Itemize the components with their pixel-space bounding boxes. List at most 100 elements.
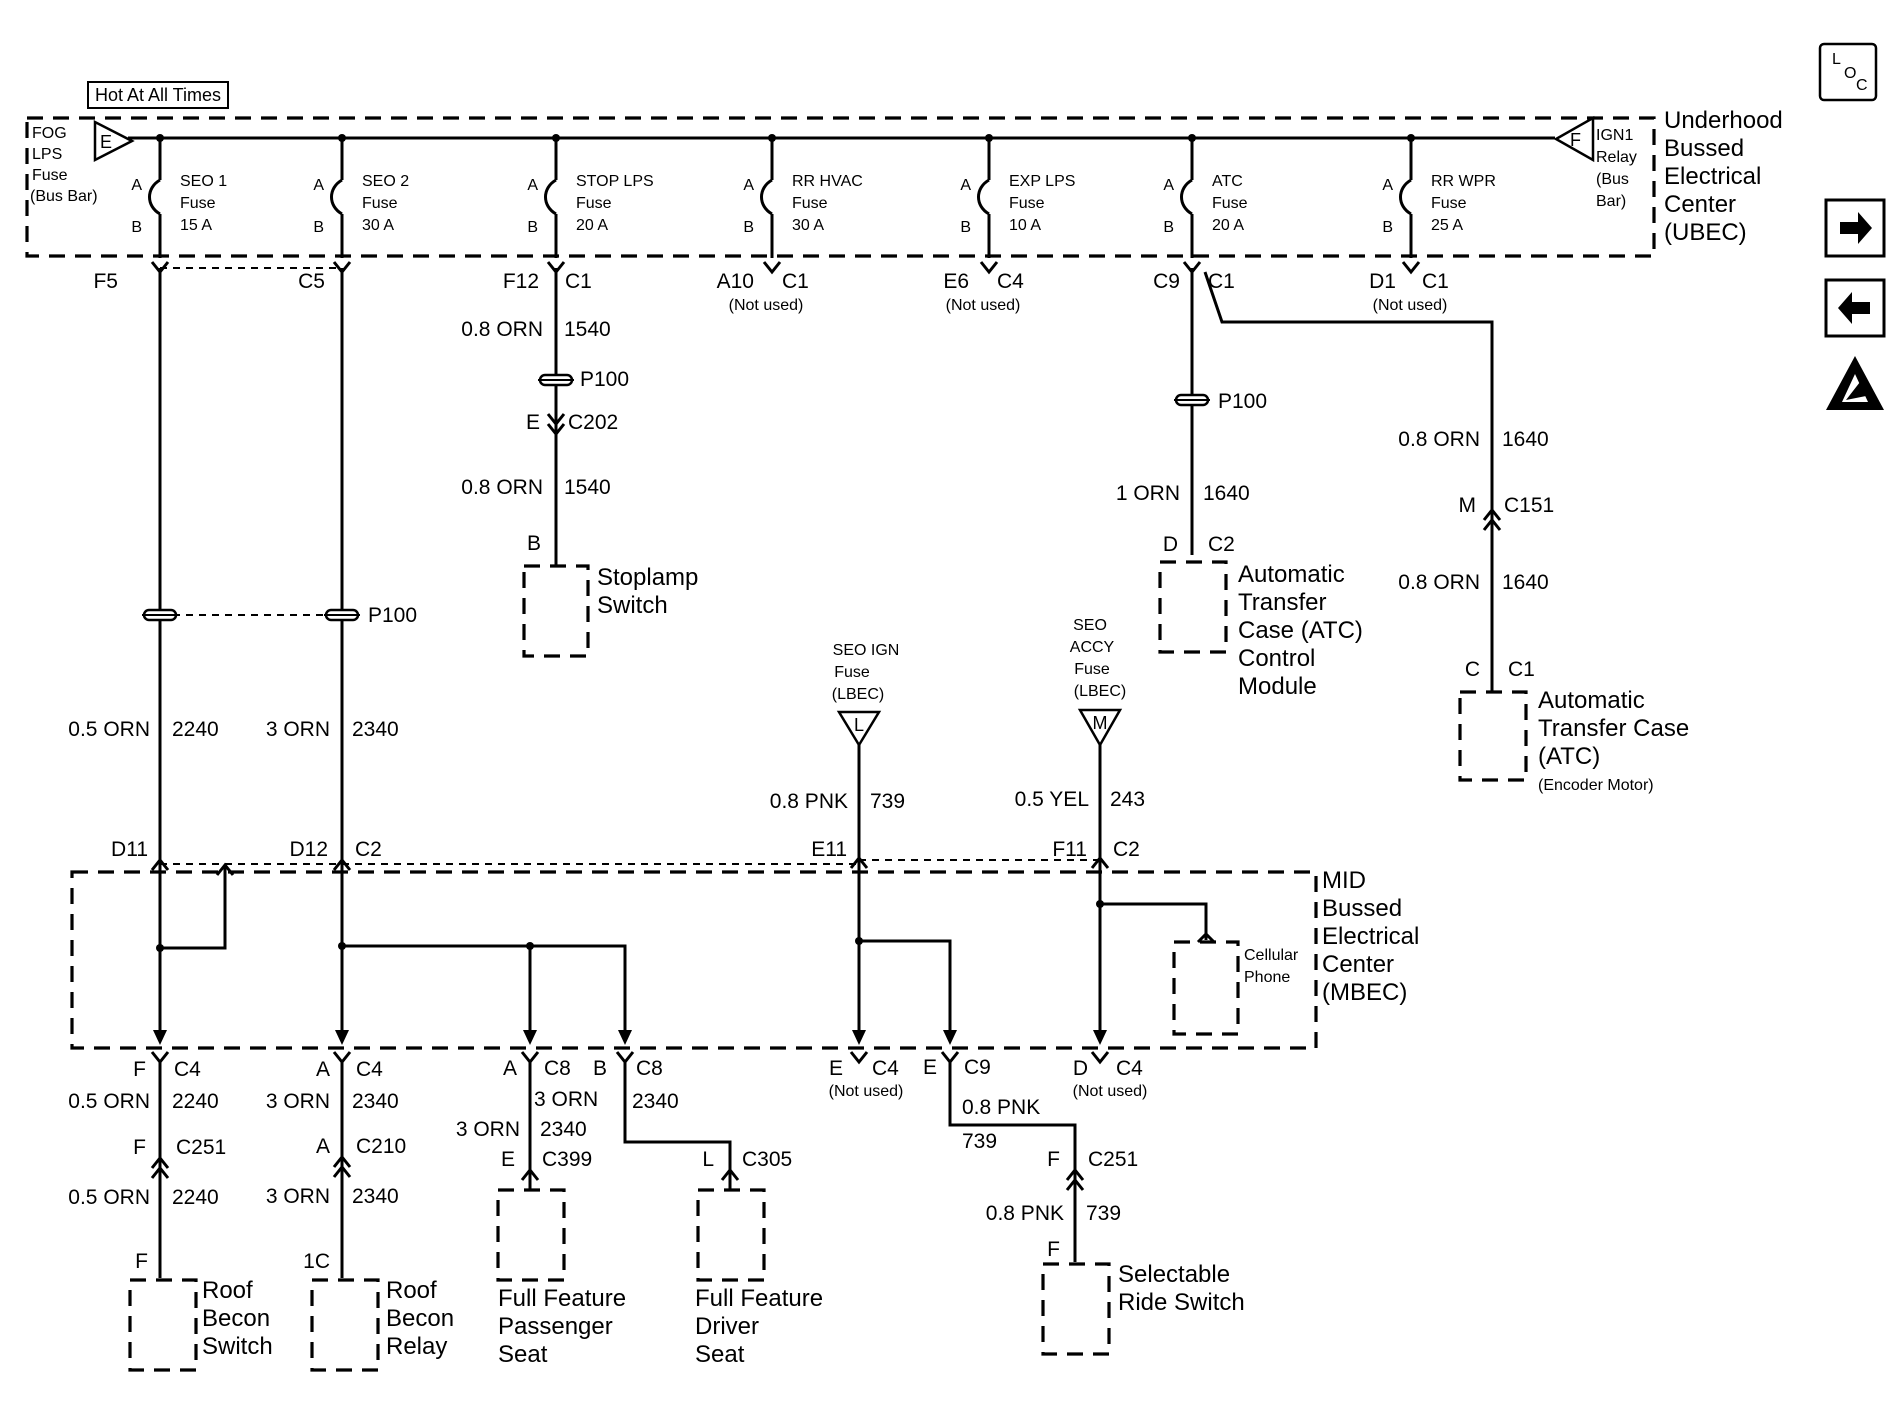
- svg-text:Transfer Case: Transfer Case: [1538, 715, 1689, 742]
- seo-accy-fuse-triangle: [1077, 708, 1123, 748]
- svg-text:0.8 PNK: 0.8 PNK: [986, 1202, 1064, 1225]
- svg-text:Switch: Switch: [597, 592, 668, 619]
- svg-text:C1: C1: [1422, 270, 1449, 293]
- svg-text:0.8 PNK: 0.8 PNK: [962, 1096, 1040, 1119]
- svg-text:EXP LPS: EXP LPS: [1009, 173, 1075, 190]
- stoplamp-switch-box: [522, 564, 590, 658]
- svg-text:F: F: [1047, 1148, 1060, 1171]
- svg-text:A: A: [743, 177, 754, 194]
- svg-text:A: A: [1382, 177, 1393, 194]
- atc-motor-branch: 0.8 ORN 1640 M C151 0.8 ORN 1640 C C1: [1398, 428, 1554, 681]
- atc-motor-box: [1458, 690, 1528, 782]
- svg-text:C2: C2: [355, 838, 382, 861]
- svg-text:1C: 1C: [303, 1250, 330, 1273]
- svg-text:Bar): Bar): [1596, 193, 1626, 210]
- ubec-output-chevrons: [150, 261, 1421, 275]
- svg-text:B: B: [131, 219, 142, 236]
- roof-becon-relay-label: Roof Becon Relay: [386, 1277, 454, 1360]
- wire-739-circuit: 739: [870, 790, 905, 813]
- ride-switch-branch: 0.8 PNK 739 F C251 0.8 PNK 739 F: [962, 1096, 1138, 1261]
- svg-text:C251: C251: [1088, 1148, 1138, 1171]
- roof-becon-switch-label: Roof Becon Switch: [202, 1277, 273, 1360]
- svg-text:(Not used): (Not used): [729, 297, 804, 314]
- p100-passthrough-4: [1174, 393, 1210, 407]
- p100-left-label: P100: [368, 604, 417, 627]
- mbec-top-chevrons: [150, 855, 1110, 871]
- svg-text:Becon: Becon: [386, 1305, 454, 1332]
- arrow-right-icon[interactable]: [1824, 198, 1886, 258]
- svg-text:C8: C8: [544, 1057, 571, 1080]
- svg-text:0.8 ORN: 0.8 ORN: [461, 318, 543, 341]
- svg-text:Control: Control: [1238, 645, 1315, 672]
- svg-text:Full Feature: Full Feature: [498, 1285, 626, 1312]
- svg-text:M: M: [1459, 494, 1477, 517]
- svg-text:A: A: [316, 1058, 330, 1081]
- svg-text:F: F: [133, 1136, 146, 1159]
- svg-text:30 A: 30 A: [792, 217, 824, 234]
- svg-text:Bussed: Bussed: [1664, 135, 1744, 162]
- svg-text:Fuse: Fuse: [32, 167, 68, 184]
- svg-text:C4: C4: [356, 1058, 383, 1081]
- svg-text:(MBEC): (MBEC): [1322, 979, 1407, 1006]
- svg-text:Selectable: Selectable: [1118, 1261, 1230, 1288]
- svg-text:B: B: [960, 219, 971, 236]
- svg-text:2340: 2340: [632, 1090, 679, 1113]
- svg-text:Fuse: Fuse: [1074, 661, 1110, 678]
- svg-text:(Not used): (Not used): [946, 297, 1021, 314]
- svg-text:0.5 ORN: 0.5 ORN: [68, 1186, 150, 1209]
- svg-text:Module: Module: [1238, 673, 1317, 700]
- svg-text:C210: C210: [356, 1135, 406, 1158]
- svg-text:1 ORN: 1 ORN: [1116, 482, 1180, 505]
- svg-text:C4: C4: [174, 1058, 201, 1081]
- svg-text:Seat: Seat: [498, 1341, 548, 1368]
- roof-switch-branch: 0.5 ORN 2240 F C251 0.5 ORN 2240 F: [68, 1090, 226, 1273]
- svg-text:3 ORN: 3 ORN: [266, 1090, 330, 1113]
- c251-left-chevron-b: [150, 1165, 170, 1179]
- svg-text:(Not used): (Not used): [829, 1083, 904, 1100]
- c210-chevron-a: [332, 1154, 352, 1168]
- svg-text:C305: C305: [742, 1148, 792, 1171]
- wire-2340-driver: [623, 1062, 732, 1190]
- svg-text:(Not used): (Not used): [1073, 1083, 1148, 1100]
- svg-text:Automatic: Automatic: [1538, 687, 1645, 714]
- svg-text:739: 739: [962, 1130, 997, 1153]
- svg-text:Automatic: Automatic: [1238, 561, 1345, 588]
- svg-text:1540: 1540: [564, 318, 611, 341]
- svg-text:0.8 ORN: 0.8 ORN: [1398, 571, 1480, 594]
- c251-left-chevron-a: [150, 1155, 170, 1169]
- passenger-seat-label: Full Feature Passenger Seat: [498, 1285, 626, 1368]
- ride-switch-box: [1041, 1262, 1111, 1356]
- svg-text:B: B: [527, 219, 538, 236]
- svg-text:Fuse: Fuse: [180, 195, 216, 212]
- svg-text:Fuse: Fuse: [1212, 195, 1248, 212]
- svg-text:F11: F11: [1052, 838, 1087, 861]
- loc-icon[interactable]: L O C: [1818, 42, 1878, 102]
- svg-text:C1: C1: [565, 270, 592, 293]
- svg-text:L: L: [702, 1148, 714, 1171]
- cellular-phone-chevron: [1196, 931, 1216, 944]
- svg-text:739: 739: [1086, 1202, 1121, 1225]
- svg-text:Fuse: Fuse: [1009, 195, 1045, 212]
- svg-text:IGN1: IGN1: [1596, 127, 1633, 144]
- svg-text:B: B: [1382, 219, 1393, 236]
- svg-text:C9: C9: [1153, 270, 1180, 293]
- wire-243-size: 0.5 YEL: [1015, 788, 1089, 811]
- svg-text:Passenger: Passenger: [498, 1313, 613, 1340]
- wire-243-circuit: 243: [1110, 788, 1145, 811]
- wire-739-lower: [948, 1062, 1077, 1262]
- arrow-left-icon[interactable]: [1824, 278, 1886, 338]
- svg-text:ATC: ATC: [1212, 173, 1243, 190]
- svg-text:E: E: [923, 1056, 937, 1079]
- roof-becon-switch-box: [128, 1278, 198, 1372]
- feed-f-label: IGN1 Relay (Bus Bar): [1596, 127, 1637, 210]
- svg-text:0.5 ORN: 0.5 ORN: [68, 718, 150, 741]
- svg-text:20 A: 20 A: [1212, 217, 1244, 234]
- svg-text:F5: F5: [93, 270, 118, 293]
- svg-text:3 ORN: 3 ORN: [266, 718, 330, 741]
- c202-chevron-bottom: [546, 423, 566, 437]
- svg-text:B: B: [527, 532, 541, 555]
- svg-text:2340: 2340: [352, 1185, 399, 1208]
- svg-text:(Bus: (Bus: [1596, 171, 1629, 188]
- svg-text:Becon: Becon: [202, 1305, 270, 1332]
